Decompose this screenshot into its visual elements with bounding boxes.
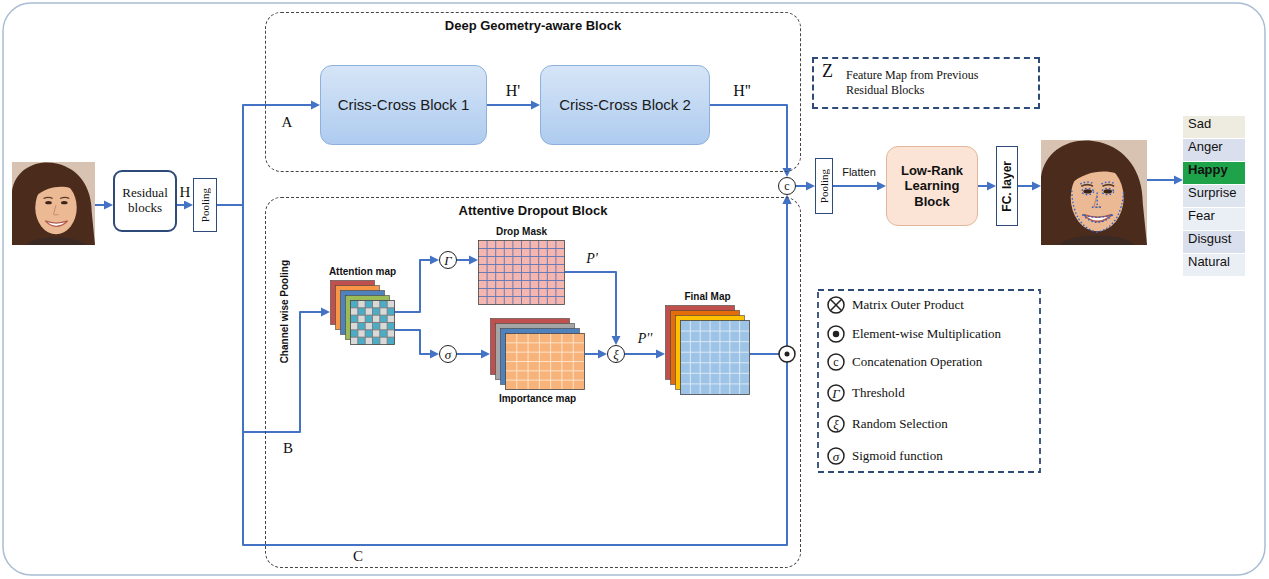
operator-circle: ξ [607, 345, 625, 363]
fc-layer-box: FC. layer [996, 146, 1018, 226]
low-rank-box-text: Low-Rank Learning Block [891, 163, 973, 210]
class-cell: Fear [1183, 208, 1245, 230]
note-box-text: Feature Map from Previous Residual Block… [846, 68, 1016, 98]
legend-symbol-text: Γ [832, 387, 839, 400]
operator-circle-text: Γ [444, 254, 451, 267]
process-box-text: Residual blocks [118, 186, 172, 216]
connector-arrow [395, 330, 439, 359]
operator-circle-text: ξ [613, 348, 619, 361]
connector-arrow [833, 182, 886, 191]
connector-arrow [750, 195, 792, 354]
final-map-text: Final Map [640, 291, 775, 302]
legend-text: Sigmoid function [852, 449, 943, 463]
connector-arrow [710, 105, 792, 177]
attention-map: Attention map [330, 280, 395, 345]
low-rank-box: Low-Rank Learning Block [886, 146, 978, 226]
attention-map-text: Attention map [305, 266, 420, 277]
note-box-text: Z [822, 62, 846, 82]
concat-operator-text: c [784, 180, 789, 192]
legend-symbol [828, 297, 844, 464]
operator-circle-text: σ [445, 348, 451, 361]
pooling-box-text: Pooling [818, 169, 830, 203]
class-cell: Anger [1183, 139, 1245, 161]
edge-label: Flatten [840, 166, 878, 178]
feature-map-picture [330, 280, 395, 345]
group-box: Deep Geometry-aware BlockCriss-Cross Blo… [265, 12, 801, 172]
fc-layer-box-text: FC. layer [1000, 161, 1014, 212]
importance-map-text: Importance map [465, 393, 610, 404]
output-face [1041, 140, 1147, 245]
legend-symbol-text: ξ [833, 418, 839, 431]
connector-arrow [217, 205, 330, 432]
note-box: ZFeature Map from Previous Residual Bloc… [812, 57, 1040, 109]
legend-text: Concatenation Operation [852, 355, 982, 369]
edge-label: C [351, 548, 365, 565]
pooling-box: Pooling [815, 158, 833, 214]
legend-text: Threshold [852, 386, 905, 400]
edge-label: B [281, 440, 295, 457]
connector-arrow [585, 350, 607, 359]
connector-arrow [217, 101, 320, 206]
edge-label: H [178, 184, 193, 201]
connector-arrow [395, 256, 439, 313]
importance-map: Importance map [490, 318, 585, 390]
flow-arrow [95, 176, 1183, 210]
group-box-text: Attentive Dropout Block [266, 203, 800, 218]
connector-arrow [177, 201, 193, 210]
criss-cross-box: Criss-Cross Block 2 [540, 65, 710, 145]
edge-label: H' [504, 82, 522, 100]
pooling-box: Pooling [193, 178, 217, 232]
outer-frame [3, 3, 1265, 575]
legend-symbol-text: σ [833, 450, 839, 463]
edge-label: H'' [731, 82, 752, 100]
group-box-text: Deep Geometry-aware Block [266, 18, 800, 33]
legend-symbol-text: c [833, 356, 838, 368]
connector-arrow [796, 182, 815, 191]
class-cell: Surprise [1183, 185, 1245, 207]
operator-circle: σ [439, 345, 457, 363]
criss-cross-box-text: Criss-Cross Block 2 [559, 96, 691, 114]
criss-cross-box-text: Criss-Cross Block 1 [338, 96, 470, 114]
criss-cross-box: Criss-Cross Block 1 [320, 65, 487, 145]
process-box: Residual blocks [113, 170, 177, 232]
legend-text: Random Selection [852, 417, 948, 431]
connector-arrow [217, 195, 792, 545]
operator-circle: Γ [439, 251, 457, 269]
class-cell: Natural [1183, 254, 1245, 276]
feature-map-picture [665, 305, 750, 395]
connector-arrow [457, 256, 478, 265]
connector-arrow [978, 182, 996, 191]
multiply-operator [779, 346, 795, 362]
feature-map-picture [490, 318, 585, 390]
edge-label: P'' [636, 331, 655, 347]
connector-arrow [457, 350, 490, 359]
drop-mask: Drop Mask [478, 240, 565, 305]
legend-text: Element-wise Multiplication [852, 327, 1001, 341]
drop-mask-text: Drop Mask [453, 226, 590, 237]
concat-operator: c [778, 177, 796, 195]
edge-label: A [280, 114, 295, 131]
class-cell: Disgust [1183, 231, 1245, 253]
legend-text: Matrix Outer Product [852, 298, 964, 312]
connector-arrow [625, 350, 665, 359]
legend-box [818, 290, 1040, 472]
group-box: Attentive Dropout BlockAttention map Γ Dro… [265, 197, 801, 568]
feature-map-picture [478, 240, 565, 305]
input-face [12, 162, 95, 245]
rotated-note: Channel wise Pooling [279, 260, 290, 363]
edge-label: P' [584, 251, 600, 267]
class-cell: Happy [1183, 162, 1245, 184]
class-cell: Sad [1183, 116, 1245, 138]
final-map: Final Map [665, 305, 750, 395]
connector-arrow [487, 101, 540, 110]
pooling-box-text: Pooling [199, 188, 211, 222]
